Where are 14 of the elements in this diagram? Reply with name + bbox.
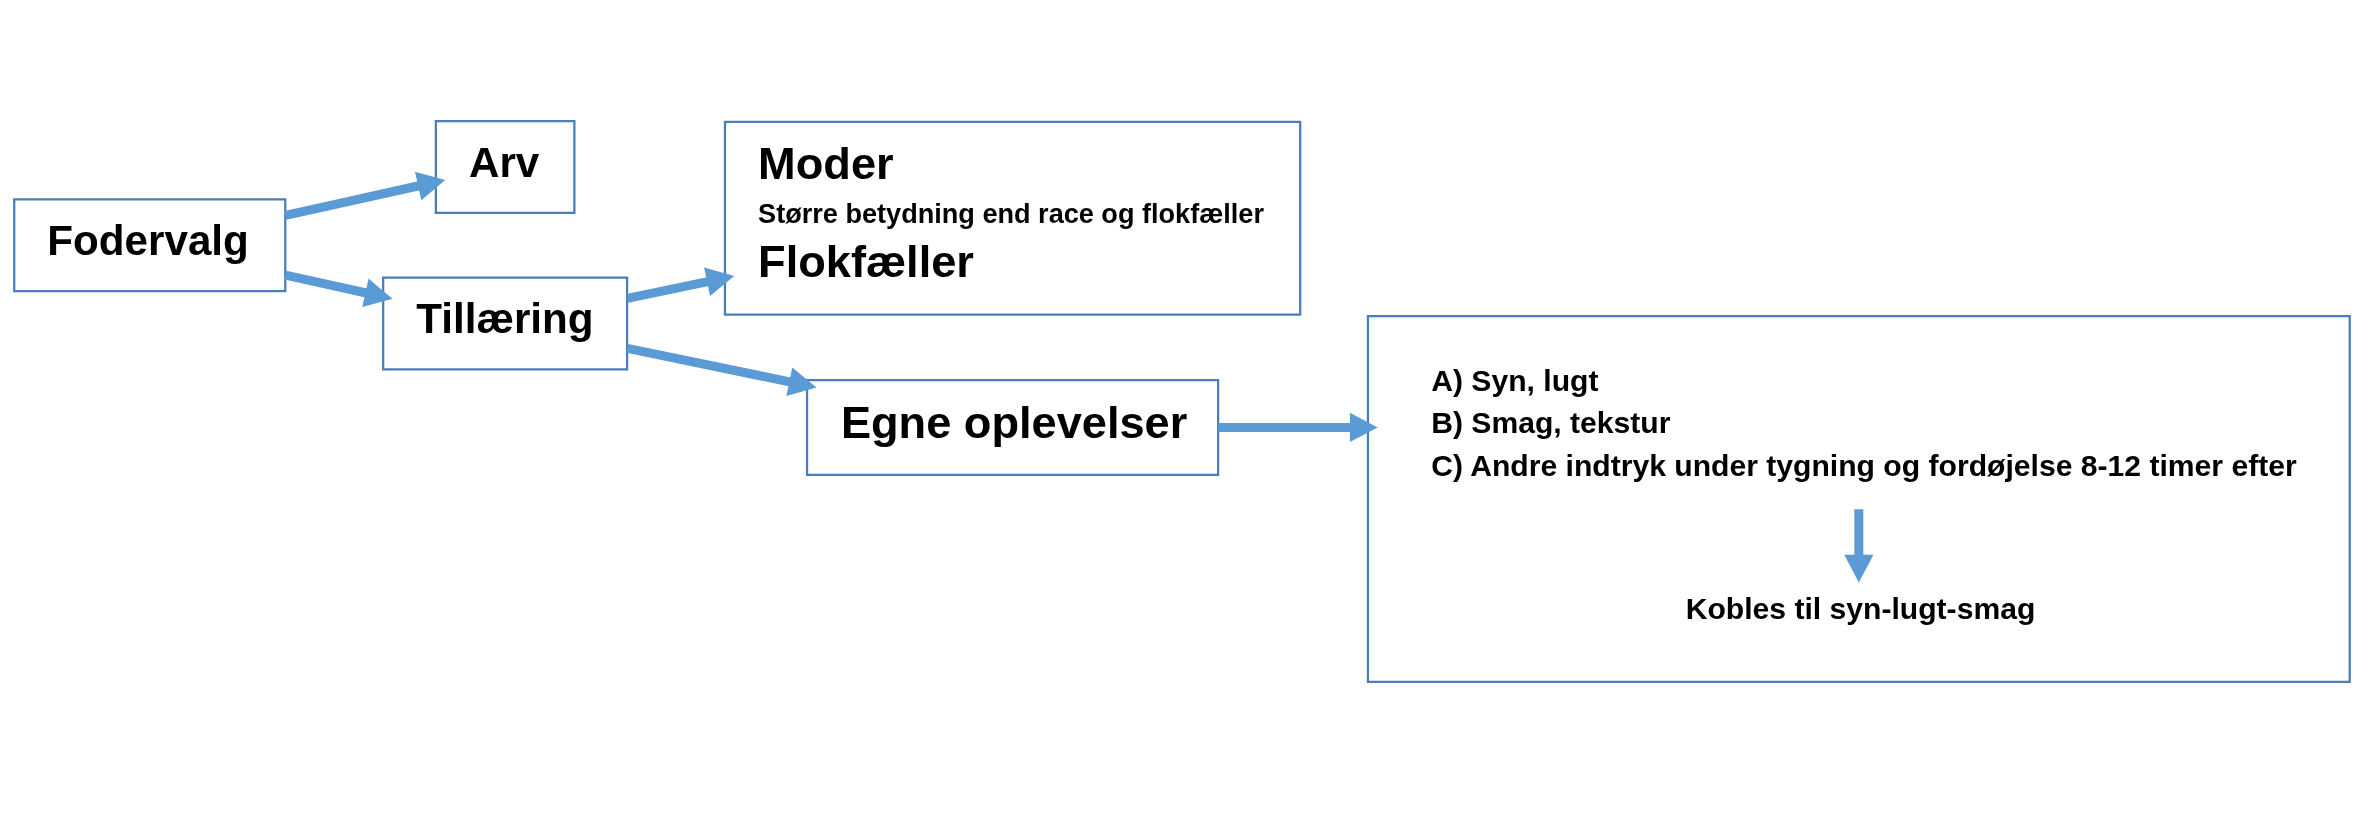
node-box: Arv xyxy=(434,119,576,214)
node-box: Egne oplevelser xyxy=(805,378,1220,476)
arrow xyxy=(284,171,446,220)
arrow xyxy=(284,270,393,308)
arrow xyxy=(626,344,817,397)
cluster xyxy=(1366,314,2351,684)
arrow xyxy=(626,267,735,303)
node-text: A) Syn, lugt B) Smag, tekstur C) Andre indtryk under tygning og fordøjelse 8-12 timer efter xyxy=(1431,364,2297,482)
arrow xyxy=(1218,412,1378,443)
node-box: Moder Større betydning end race og flokfæller Flokfæller xyxy=(723,120,1302,316)
arrow xyxy=(1844,509,1874,583)
node-box: Tillæring xyxy=(382,276,629,371)
node-box: Fodervalg xyxy=(13,198,287,293)
node-text: Kobles til syn-lugt-smag xyxy=(1685,591,2036,625)
